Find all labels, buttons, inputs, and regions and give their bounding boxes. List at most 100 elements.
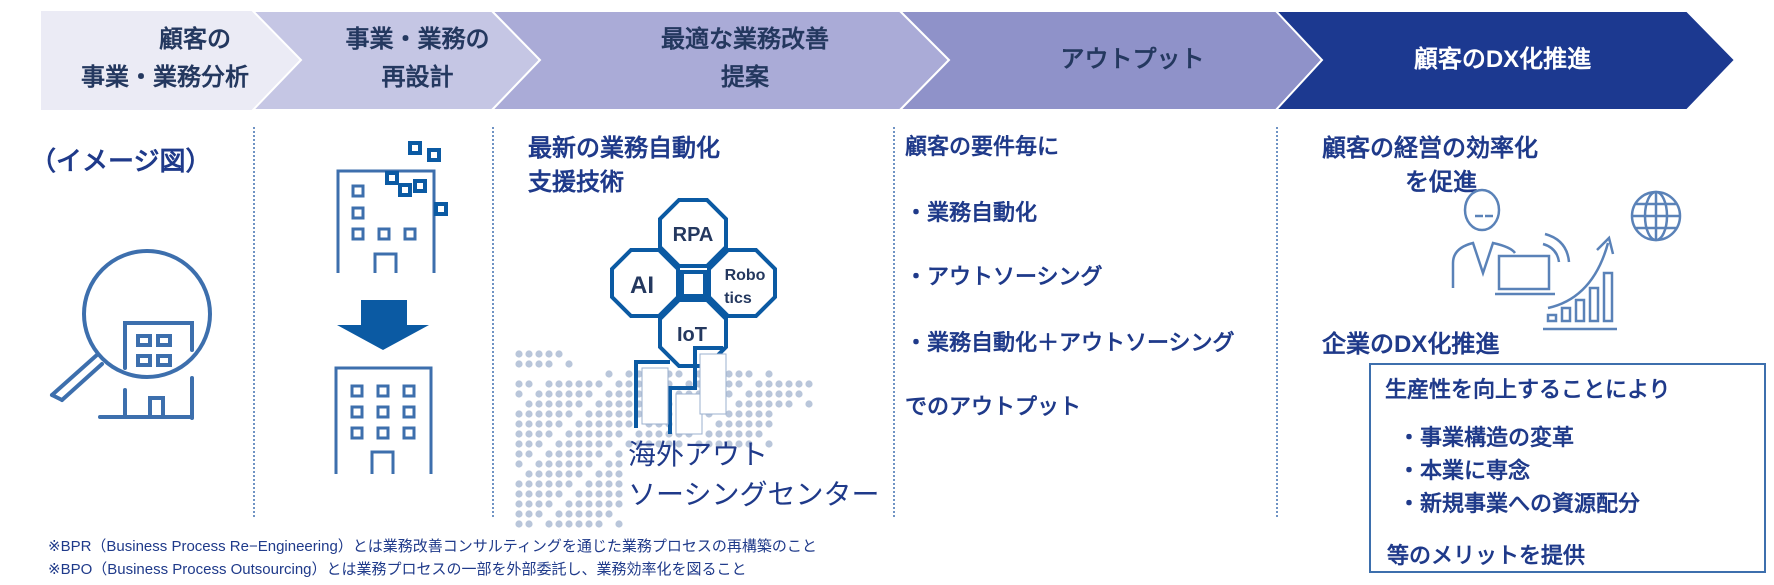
map-dot (595, 510, 603, 518)
column-divider (893, 127, 895, 517)
map-dot (725, 370, 733, 378)
map-dot (595, 520, 603, 528)
map-dot (515, 510, 523, 518)
step-5-label: 顧客のDX化推進 (1413, 46, 1592, 73)
map-dot (535, 360, 543, 368)
map-dot (755, 390, 763, 398)
map-dot (765, 420, 773, 428)
map-dot (575, 420, 583, 428)
map-dot (535, 430, 543, 438)
map-dot (605, 400, 613, 408)
octagon-ai (610, 248, 680, 318)
map-dot (515, 380, 523, 388)
map-dot (585, 500, 593, 508)
map-dot (745, 370, 753, 378)
map-dot (745, 420, 753, 428)
map-dot (715, 440, 723, 448)
world-map-dots (515, 350, 813, 528)
map-dot (615, 380, 623, 388)
map-dot (755, 380, 763, 388)
map-dot (805, 400, 813, 408)
map-dot (735, 410, 743, 418)
map-dot (615, 410, 623, 418)
map-dot (525, 510, 533, 518)
map-dot (645, 440, 653, 448)
map-dot (545, 400, 553, 408)
business-growth-illustration (1451, 188, 1682, 331)
map-dot (515, 480, 523, 488)
map-dot (525, 350, 533, 358)
map-dot (575, 380, 583, 388)
map-dot (545, 350, 553, 358)
map-dot (605, 490, 613, 498)
map-dot (615, 480, 623, 488)
map-dot (575, 440, 583, 448)
dx-subtitle: 企業のDX化推進 (1322, 331, 1500, 358)
map-dot (555, 410, 563, 418)
map-dot (525, 500, 533, 508)
map-dot (565, 450, 573, 458)
map-dot (555, 490, 563, 498)
person-icon (1463, 188, 1501, 232)
map-dot (735, 420, 743, 428)
map-dot (565, 460, 573, 468)
map-dot (705, 440, 713, 448)
map-dot (595, 400, 603, 408)
map-dot (565, 380, 573, 388)
map-dot (555, 520, 563, 528)
map-dot (625, 400, 633, 408)
benefit-item: ・新規事業への資源配分 (1398, 491, 1641, 516)
map-dot (755, 430, 763, 438)
map-dot (545, 480, 553, 488)
map-dot (595, 500, 603, 508)
octagon-robotics (707, 248, 777, 318)
map-dot (515, 490, 523, 498)
map-dot (565, 400, 573, 408)
map-dot (515, 430, 523, 438)
map-dot (515, 390, 523, 398)
map-dot (675, 370, 683, 378)
map-dot (615, 400, 623, 408)
map-dot (535, 490, 543, 498)
map-dot (595, 490, 603, 498)
map-dot (725, 440, 733, 448)
map-dot (615, 460, 623, 468)
map-dot (585, 490, 593, 498)
map-dot (545, 460, 553, 468)
step-1-shape (41, 11, 301, 110)
map-dot (535, 400, 543, 408)
map-dot (775, 390, 783, 398)
map-dot (555, 420, 563, 428)
map-dot (515, 450, 523, 458)
map-dot (605, 430, 613, 438)
map-dot (545, 390, 553, 398)
map-dot (725, 420, 733, 428)
building-organized-icon (334, 366, 433, 474)
map-dot (575, 500, 583, 508)
map-dot (535, 460, 543, 468)
map-dot (585, 520, 593, 528)
map-dot (545, 410, 553, 418)
map-dot (715, 430, 723, 438)
map-dot (525, 410, 533, 418)
map-dot (605, 410, 613, 418)
tech-ai: AI (630, 272, 654, 299)
output-item: ・アウトソーシング (905, 264, 1103, 289)
map-dot (615, 430, 623, 438)
map-dot (575, 470, 583, 478)
map-dot (605, 500, 613, 508)
map-dot (745, 390, 753, 398)
map-dot (725, 380, 733, 388)
map-dot (575, 520, 583, 528)
map-dot (535, 500, 543, 508)
map-dot (735, 370, 743, 378)
map-dot (545, 520, 553, 528)
map-dot (565, 410, 573, 418)
map-dot (755, 410, 763, 418)
map-dot (555, 470, 563, 478)
map-dot (565, 390, 573, 398)
map-dot (565, 440, 573, 448)
map-dot (605, 390, 613, 398)
octagon-rpa (658, 198, 728, 268)
column-divider (253, 127, 255, 517)
